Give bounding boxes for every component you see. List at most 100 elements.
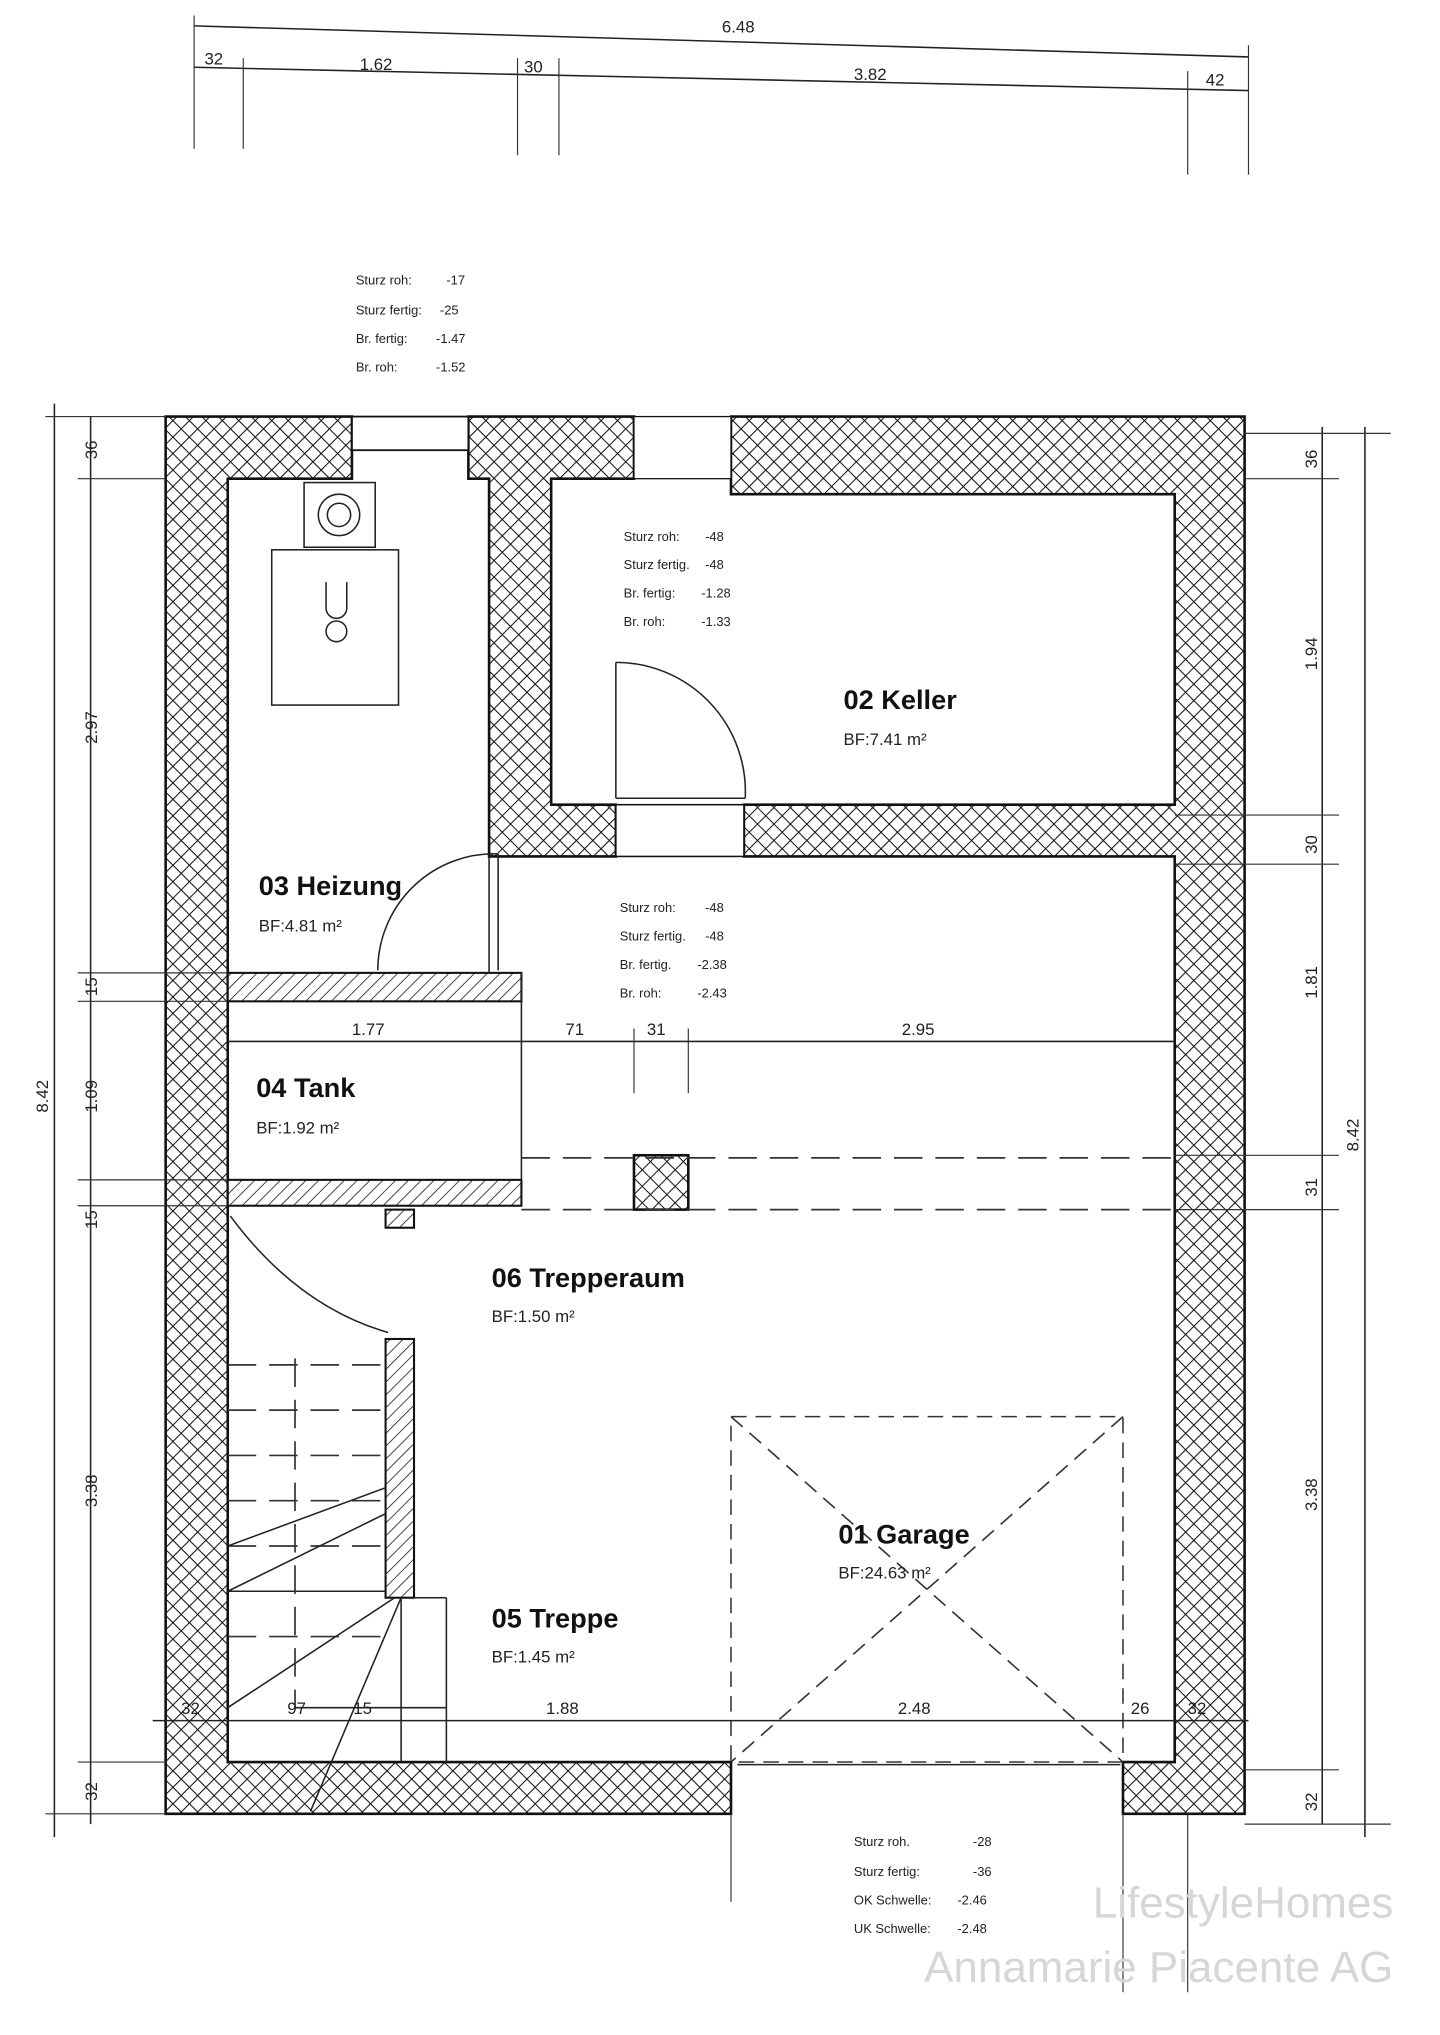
label: 15	[353, 1699, 372, 1718]
label: 71	[565, 1020, 584, 1039]
label: 97	[287, 1699, 306, 1718]
label: 05 Treppe	[492, 1602, 619, 1633]
dim-top-3: 30	[524, 57, 543, 76]
label: Br. roh:	[356, 359, 398, 374]
label: Annamarie Piacente AG	[924, 1943, 1393, 1992]
label: 03 Heizung	[259, 870, 402, 901]
boiler-icon	[270, 481, 400, 706]
label: 15	[82, 1210, 101, 1229]
label: -1.33	[701, 614, 730, 629]
label: BF:1.50 m²	[492, 1307, 575, 1326]
label: BF:1.92 m²	[256, 1118, 339, 1137]
label: Br. fertig:	[356, 331, 408, 346]
label: 3.38	[1302, 1478, 1321, 1511]
label: -48	[705, 557, 724, 572]
label: Br. roh:	[620, 985, 662, 1000]
label: -2.48	[957, 1921, 986, 1936]
dim-overall-width: 6.48	[722, 17, 755, 36]
room-tank: 04 Tank BF:1.92 m²	[256, 1072, 356, 1137]
label: Sturz fertig:	[356, 302, 422, 317]
left-dimension-chain: 8.42 36 2.97 15 1.09 15 3.38 32	[33, 403, 228, 1838]
label: Sturz fertig:	[854, 1864, 920, 1879]
dim-overall-height-right: 8.42	[1343, 1119, 1362, 1152]
label: Sturz roh:	[356, 273, 412, 288]
label: 36	[1302, 450, 1321, 469]
label: 06 Trepperaum	[492, 1262, 685, 1293]
walls	[164, 415, 1246, 1816]
opening-note-keller-door: Sturz roh:-48 Sturz fertig.-48 Br. ferti…	[624, 529, 731, 629]
label: 1.77	[352, 1020, 385, 1039]
label: 1.88	[546, 1699, 579, 1718]
label: UK Schwelle:	[854, 1921, 931, 1936]
label: 1.81	[1302, 966, 1321, 999]
label: 32	[181, 1699, 200, 1718]
label: 15	[82, 977, 101, 996]
room-garage: 01 Garage BF:24.63 m²	[838, 1518, 969, 1582]
dim-overall-height-left: 8.42	[33, 1080, 52, 1113]
label: Br. roh:	[624, 614, 666, 629]
room-keller: 02 Keller BF:7.41 m²	[844, 684, 958, 749]
label: Sturz fertig.	[624, 557, 690, 572]
right-dimension-chain: 8.42 36 1.94 30 1.81 31 3.38 32	[1174, 426, 1391, 1838]
label: BF:4.81 m²	[259, 916, 342, 935]
label: 2.95	[902, 1020, 935, 1039]
room-heizung: 03 Heizung BF:4.81 m²	[259, 870, 402, 935]
dim-top-4: 3.82	[854, 65, 887, 84]
label: LifestyleHomes	[1093, 1878, 1394, 1927]
opening-note-garage-door: Sturz roh. -28 Sturz fertig: -36 OK Schwel…	[854, 1834, 992, 1936]
label: -25	[440, 302, 459, 317]
label: 01 Garage	[838, 1518, 969, 1549]
label: BF:1.45 m²	[492, 1647, 575, 1666]
watermark: LifestyleHomes Annamarie Piacente AG	[924, 1878, 1393, 1992]
label: -28	[973, 1834, 992, 1849]
label: Sturz roh.	[854, 1834, 910, 1849]
label: 26	[1131, 1699, 1150, 1718]
dim-top-1: 32	[204, 50, 223, 69]
label: Br. fertig:	[624, 586, 676, 601]
label: BF:7.41 m²	[844, 730, 927, 749]
label: BF:24.63 m²	[838, 1563, 931, 1582]
opening-note-passage: Sturz roh: -48 Sturz fertig. -48 Br. ferti…	[620, 900, 727, 1000]
inner-dimensions-middle: 1.77 71 31 2.95	[227, 1020, 1175, 1094]
label: -36	[973, 1864, 992, 1879]
label: 32	[82, 1782, 101, 1801]
stair	[227, 1215, 448, 1812]
label: 2.97	[82, 711, 101, 744]
label: 04 Tank	[256, 1072, 356, 1103]
opening-note-window-top: Sturz roh: -17 Sturz fertig: -25 Br. ferti…	[356, 273, 466, 375]
label: 1.94	[1302, 637, 1321, 670]
label: -1.47	[436, 331, 465, 346]
label: -48	[705, 900, 724, 915]
label: -48	[705, 529, 724, 544]
window-top	[351, 415, 470, 452]
label: -1.28	[701, 586, 730, 601]
dashed-beams	[521, 1157, 1175, 1211]
label: 32	[1302, 1793, 1321, 1812]
label: 1.09	[82, 1080, 101, 1113]
dim-top-5: 42	[1206, 70, 1225, 89]
label: -1.52	[436, 359, 465, 374]
label: OK Schwelle:	[854, 1892, 932, 1907]
door-heizung	[377, 853, 499, 971]
label: 3.38	[82, 1474, 101, 1507]
label: 36	[82, 441, 101, 460]
label: 32	[1188, 1699, 1207, 1718]
label: 02 Keller	[844, 684, 958, 715]
room-trepperaum: 06 Trepperaum BF:1.50 m²	[492, 1262, 685, 1326]
garage-void	[730, 1415, 1189, 1993]
label: -17	[446, 273, 465, 288]
door-keller	[615, 661, 747, 799]
top-dimension-chain: 6.48 32 1.62 30 3.82 42	[193, 15, 1250, 175]
label: -2.46	[957, 1892, 986, 1907]
label: 31	[1302, 1178, 1321, 1197]
inner-dimensions-bottom: 32 97 15 1.88 2.48 26 32	[152, 1699, 1249, 1722]
room-treppe: 05 Treppe BF:1.45 m²	[492, 1602, 619, 1666]
label: -2.43	[697, 985, 726, 1000]
label: Sturz roh:	[620, 900, 676, 915]
label: 30	[1302, 835, 1321, 854]
label: -48	[705, 929, 724, 944]
label: Sturz fertig.	[620, 929, 686, 944]
label: -2.38	[697, 957, 726, 972]
label: Br. fertig.	[620, 957, 672, 972]
